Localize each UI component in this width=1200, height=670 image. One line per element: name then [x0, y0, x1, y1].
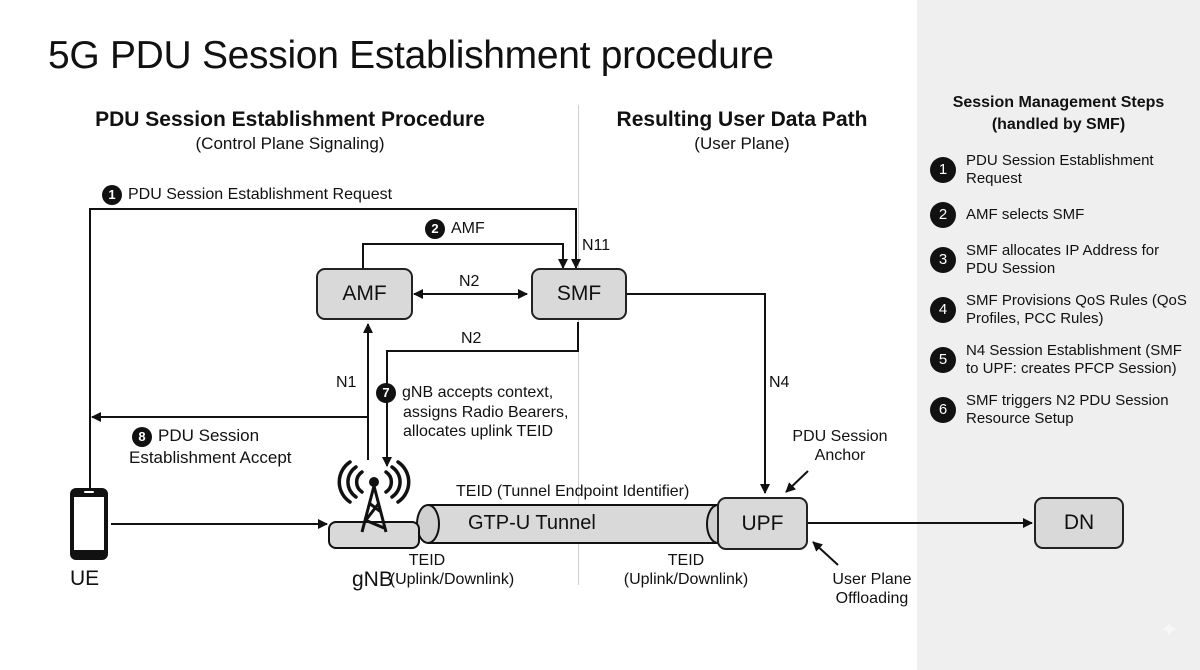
sidebar-title-line2: (handled by SMF)	[991, 116, 1126, 133]
teid-left-line2: (Uplink/Downlink)	[389, 571, 515, 588]
step-number-badge: 5	[930, 347, 956, 373]
step2-text: AMF	[451, 220, 485, 238]
step1-label: 1 PDU Session Establishment Request	[102, 185, 392, 205]
teid-right-label: TEID (Uplink/Downlink)	[616, 551, 756, 589]
sidebar-steps-list: 1 PDU Session Establishment Request 2 AMF …	[930, 152, 1190, 442]
n2-smf-gnb-path	[382, 322, 579, 467]
step-text: SMF triggers N2 PDU Session Resource Set…	[966, 392, 1169, 427]
sidebar-title-line1: Session Management Steps	[952, 94, 1165, 111]
page-title: 5G PDU Session Establishment procedure	[48, 34, 774, 77]
step8-badge: 8	[132, 426, 152, 447]
step1-badge: 1	[102, 185, 122, 205]
step-text: N4 Session Establishment (SMF to UPF: cr…	[966, 342, 1182, 377]
step-number-badge: 2	[930, 202, 956, 228]
sidebar-step: 5 N4 Session Establishment (SMF to UPF: c…	[930, 342, 1190, 378]
step8-label: 8 PDU Session Establishment Accept	[129, 425, 292, 468]
control-plane-heading: PDU Session Establishment Procedure	[95, 108, 485, 131]
dn-label: DN	[1063, 511, 1095, 534]
smf-label: SMF	[556, 282, 602, 305]
step7-line2: assigns Radio Bearers,	[403, 404, 569, 421]
step-number-badge: 6	[930, 397, 956, 423]
sidebar-step: 3 SMF allocates IP Address for PDU Sessio…	[930, 242, 1190, 278]
n2-amf-smf-label: N2	[459, 273, 480, 290]
step1-text: PDU Session Establishment Request	[128, 186, 393, 204]
sidebar-step: 4 SMF Provisions QoS Rules (QoS Profiles,…	[930, 292, 1190, 328]
anchor-line1: PDU Session	[792, 428, 888, 445]
control-plane-subheading: (Control Plane Signaling)	[195, 134, 385, 153]
teid-left-label: TEID (Uplink/Downlink)	[382, 551, 522, 589]
sidebar-panel	[917, 0, 1200, 670]
step-number-badge: 3	[930, 247, 956, 273]
gnb-icon	[328, 460, 420, 549]
n4-label: N4	[769, 374, 790, 391]
step8-line1: PDU Session	[158, 426, 260, 445]
anchor-line2: Anchor	[814, 447, 866, 464]
step-number-badge: 4	[930, 297, 956, 323]
step7-line1: gNB accepts context,	[402, 384, 554, 402]
offloading-pointer	[812, 541, 839, 566]
n2-smf-gnb-label: N2	[461, 330, 482, 347]
step8-line2: Establishment Accept	[129, 447, 292, 467]
step-text: AMF selects SMF	[966, 206, 1085, 223]
anchor-pointer	[785, 470, 809, 493]
step7-line3: allocates uplink TEID	[403, 423, 553, 440]
step-text: PDU Session Establishment Request	[966, 152, 1154, 187]
offloading-line2: Offloading	[835, 590, 909, 607]
sidebar-step: 6 SMF triggers N2 PDU Session Resource Se…	[930, 392, 1190, 428]
teid-left-line1: TEID	[408, 552, 446, 569]
smf-node[interactable]: SMF	[531, 268, 627, 320]
user-plane-header: Resulting User Data Path (User Plane)	[582, 108, 902, 154]
teid-description-label: TEID (Tunnel Endpoint Identifier)	[456, 483, 690, 500]
control-plane-header: PDU Session Establishment Procedure (Con…	[60, 108, 520, 154]
step7-label: 7 gNB accepts context, assigns Radio Bear…	[376, 383, 568, 441]
n11-label: N11	[582, 237, 611, 254]
gtpu-tunnel-label: GTP-U Tunnel	[468, 512, 596, 534]
upf-label: UPF	[741, 511, 784, 535]
upf-node[interactable]: UPF	[717, 497, 808, 550]
amf-node[interactable]: AMF	[316, 268, 413, 320]
user-plane-subheading: (User Plane)	[694, 134, 790, 153]
gtpu-tunnel	[416, 504, 730, 544]
n4-smf-upf-path	[627, 293, 770, 494]
step-text: SMF allocates IP Address for PDU Session	[966, 242, 1160, 277]
step2-label: 2 AMF	[425, 219, 485, 239]
step7-badge: 7	[376, 383, 396, 403]
step-text: SMF Provisions QoS Rules (QoS Profiles, …	[966, 292, 1187, 327]
sidebar-step: 2 AMF selects SMF	[930, 202, 1190, 228]
step2-badge: 2	[425, 219, 445, 239]
user-plane-heading: Resulting User Data Path	[616, 108, 868, 131]
step2-amf-smf-path	[362, 243, 568, 269]
dn-node[interactable]: DN	[1034, 497, 1124, 549]
teid-right-line1: TEID	[667, 552, 705, 569]
step-number-badge: 1	[930, 157, 956, 183]
n1-label: N1	[336, 374, 357, 391]
ue-label: UE	[70, 567, 100, 590]
ue-phone-icon	[70, 488, 108, 560]
sidebar-step: 1 PDU Session Establishment Request	[930, 152, 1190, 188]
step1-request-path	[89, 208, 581, 490]
amf-label: AMF	[342, 282, 387, 305]
sparkle-icon: ✦	[1160, 617, 1179, 642]
gnb-label: gNB	[352, 568, 393, 591]
anchor-annotation: PDU Session Anchor	[790, 427, 890, 465]
offloading-annotation: User Plane Offloading	[826, 570, 918, 608]
offloading-line1: User Plane	[832, 571, 912, 588]
teid-right-line2: (Uplink/Downlink)	[623, 571, 749, 588]
sidebar-title: Session Management Steps (handled by SMF…	[917, 92, 1200, 136]
